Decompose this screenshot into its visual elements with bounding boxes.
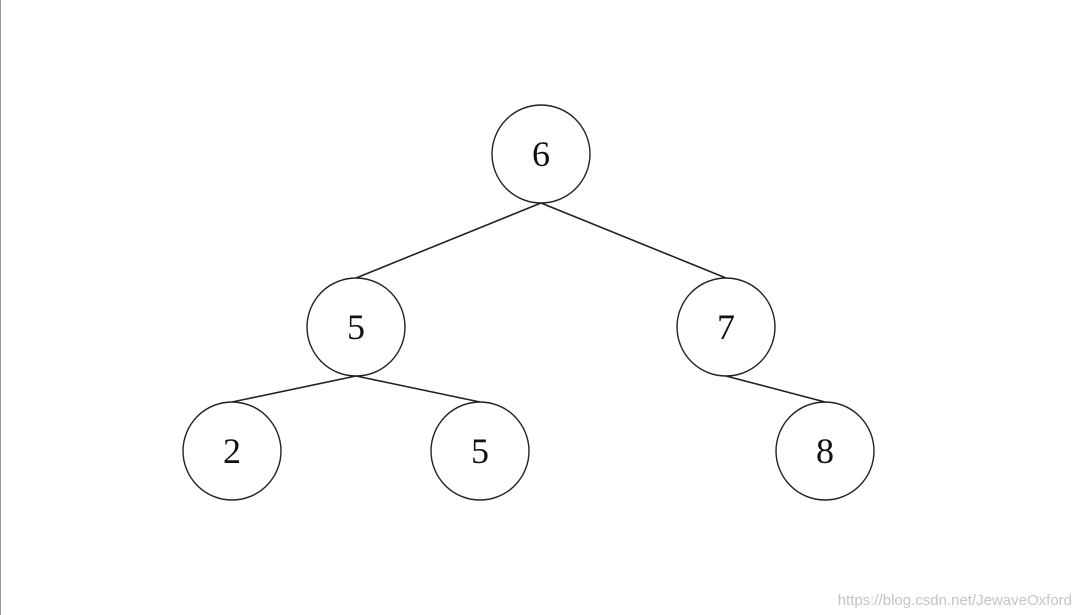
- tree-node-n8: 8: [775, 401, 875, 501]
- tree-node-n5_left: 5: [306, 277, 406, 377]
- edge-n6_root-to-n7_right: [540, 202, 727, 279]
- nodes-layer: 6 5 7 2 5 8: [182, 104, 875, 501]
- node-label: 5: [471, 431, 489, 471]
- edge-n5_left-to-n2: [231, 375, 357, 403]
- node-circle: [430, 401, 530, 501]
- node-circle: [676, 277, 776, 377]
- node-label: 5: [347, 307, 365, 347]
- tree-node-n2: 2: [182, 401, 282, 501]
- tree-node-n5_leaf: 5: [430, 401, 530, 501]
- watermark-text: https://blog.csdn.net/JewaveOxford: [837, 592, 1072, 609]
- tree-node-n6_root: 6: [491, 104, 591, 204]
- node-label: 8: [816, 431, 834, 471]
- edge-n6_root-to-n5_left: [355, 202, 542, 279]
- edge-n7_right-to-n8: [725, 375, 826, 403]
- node-circle: [775, 401, 875, 501]
- node-label: 6: [532, 134, 550, 174]
- node-circle: [182, 401, 282, 501]
- node-circle: [306, 277, 406, 377]
- node-label: 7: [717, 307, 735, 347]
- edges-layer: [231, 202, 826, 403]
- edge-n5_left-to-n5_leaf: [355, 375, 481, 403]
- node-label: 2: [223, 431, 241, 471]
- tree-node-n7_right: 7: [676, 277, 776, 377]
- node-circle: [491, 104, 591, 204]
